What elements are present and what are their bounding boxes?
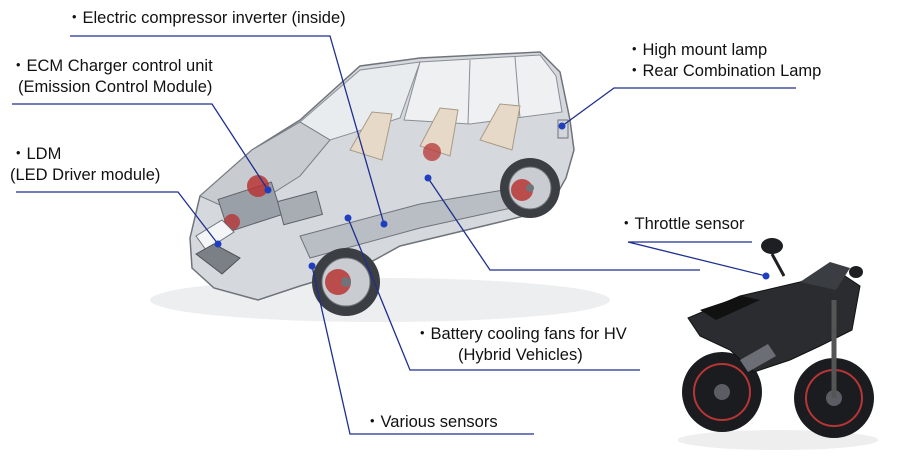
label-throttle-line1: ・Throttle sensor [618, 215, 745, 233]
marker-dot [214, 240, 222, 248]
car-illustration [150, 51, 610, 322]
label-ldm: ・LDM (LED Driver module) [10, 144, 160, 186]
label-ecm-line2: (Emission Control Module) [18, 78, 213, 96]
marker-dot [424, 174, 432, 182]
label-sensors: ・Various sensors [364, 412, 498, 433]
car-side-windows [403, 54, 563, 125]
marker-dot [380, 220, 388, 228]
motorcycle-illustration [678, 238, 878, 450]
label-ecm: ・ECM Charger control unit (Emission Cont… [10, 56, 213, 98]
marker-dot [558, 122, 566, 130]
label-sensors-line1: ・Various sensors [364, 413, 498, 431]
label-throttle: ・Throttle sensor [618, 214, 745, 235]
label-ldm-line2: (LED Driver module) [10, 166, 161, 184]
car-headlight [195, 219, 235, 251]
car-interior [349, 103, 521, 161]
leader-lines [12, 35, 796, 435]
leader-line-sensors [311, 265, 534, 435]
label-compressor: ・Electric compressor inverter (inside) [66, 8, 346, 29]
label-battery-fans: ・Battery cooling fans for HV (Hybrid Veh… [414, 324, 627, 366]
marker-dot [344, 214, 352, 222]
leader-line-lamps [561, 87, 796, 127]
car-rear-wheel [500, 158, 560, 218]
marker-dot [762, 272, 770, 280]
engine-bay [217, 175, 324, 233]
label-lamps-line2: ・Rear Combination Lamp [626, 62, 822, 80]
leader-line-throttle [627, 241, 767, 277]
leader-line-ecm [12, 103, 269, 191]
label-battery-fans-line1: ・Battery cooling fans for HV [414, 325, 627, 343]
label-battery-fans-line2: (Hybrid Vehicles) [458, 346, 583, 364]
marker-dot [308, 262, 316, 270]
label-compressor-line1: ・Electric compressor inverter (inside) [66, 9, 346, 27]
leader-line-ldm [16, 191, 219, 245]
marker-dots [214, 122, 770, 280]
leader-line-battery-fans [347, 217, 640, 371]
label-lamps-line1: ・High mount lamp [626, 41, 768, 59]
car-grille [195, 243, 241, 275]
leader-line-to-motorcycle [427, 177, 700, 271]
label-ecm-line1: ・ECM Charger control unit [10, 57, 213, 75]
car-front-wheel [312, 248, 380, 316]
label-ldm-line1: ・LDM [10, 145, 62, 163]
leader-line-compressor [70, 35, 385, 225]
label-lamps: ・High mount lamp ・Rear Combination Lamp [626, 40, 821, 82]
marker-dot [264, 186, 272, 194]
